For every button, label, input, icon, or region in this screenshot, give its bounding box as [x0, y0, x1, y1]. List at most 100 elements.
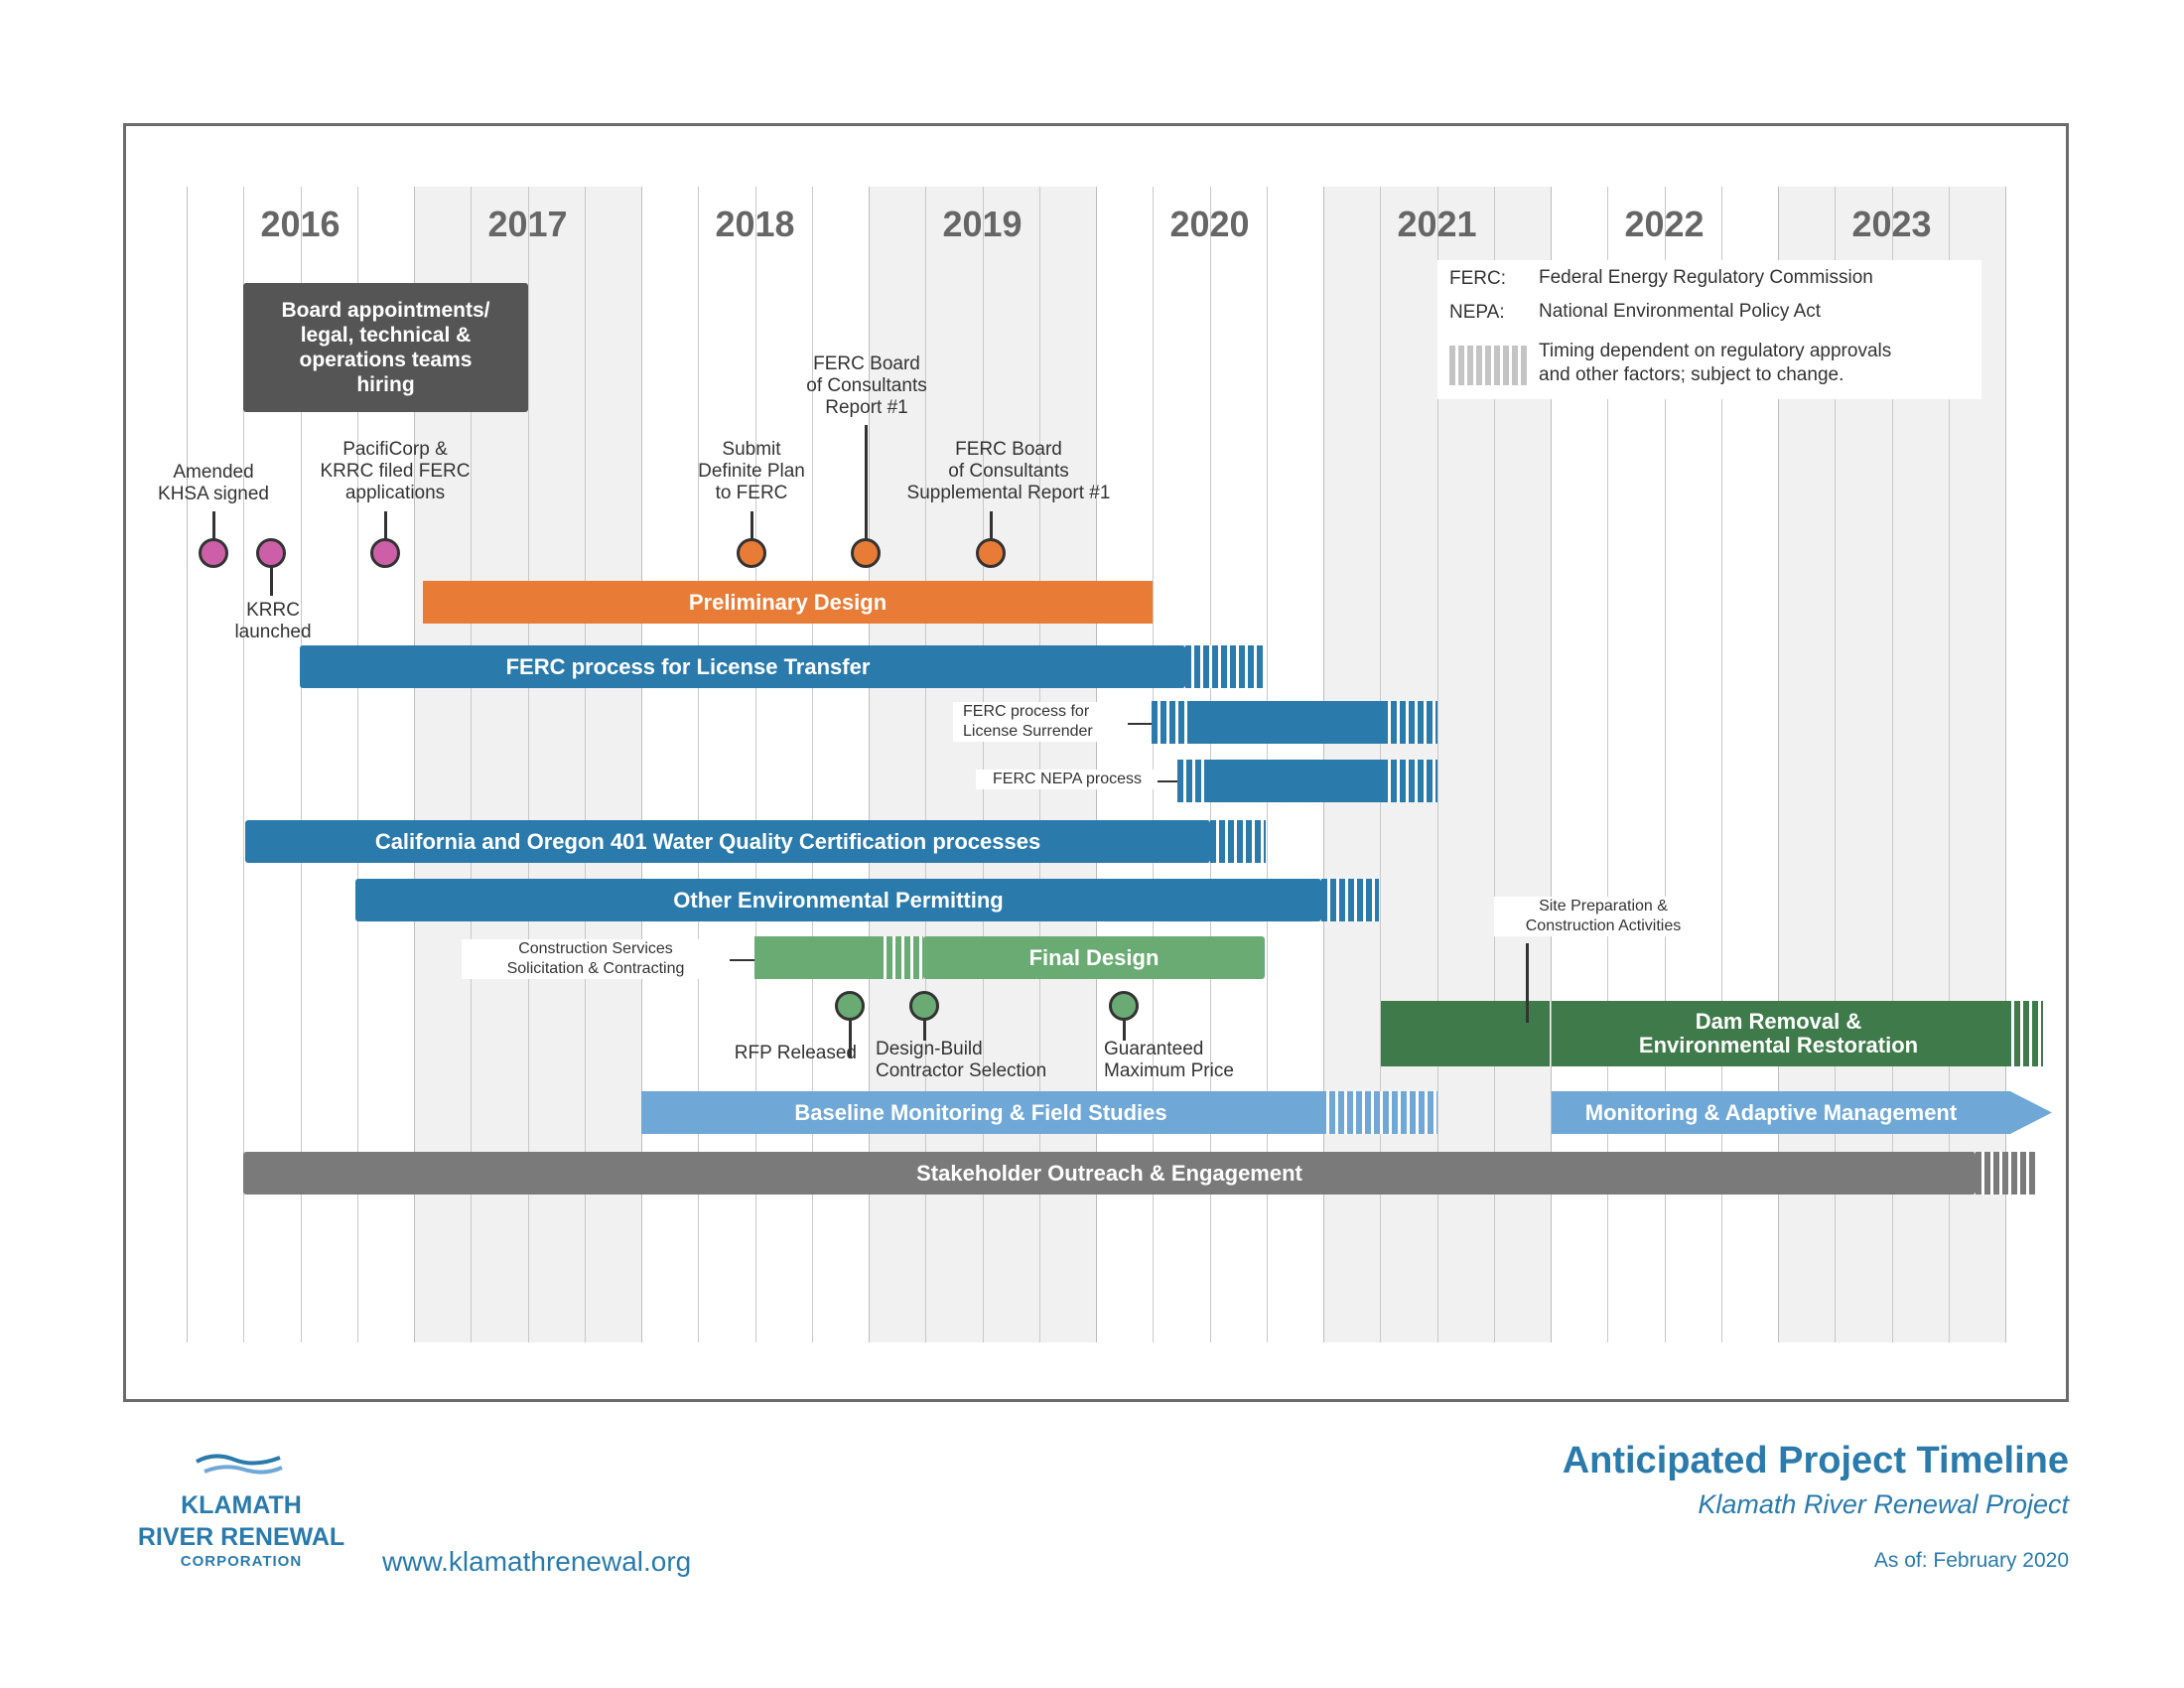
ferc-license-surrender-label: FERC process for License Surrender [953, 702, 1138, 742]
legend: FERC: Federal Energy Regulatory Commissi… [1437, 260, 1981, 399]
grid-line [2005, 187, 2006, 1342]
grid-line [1721, 187, 1722, 1342]
submit-plan-line3: to FERC [715, 483, 788, 503]
ferc-board-supplemental-line2: of Consultants [948, 461, 1069, 482]
ferc-board-supplemental-line1: FERC Board [955, 439, 1062, 460]
monitoring-adaptive-bar: Monitoring & Adaptive Management [1552, 1091, 2010, 1134]
grid-line [983, 187, 984, 1342]
ferc-license-transfer-bar: FERC process for License Transfer [300, 645, 1185, 688]
grid-line [1835, 187, 1836, 1342]
pacificorp-line1: PacifiCorp & [342, 439, 448, 460]
ferc-nepa-bar [1209, 760, 1382, 802]
stakeholder-bar: Stakeholder Outreach & Engagement [243, 1152, 1976, 1195]
board-box-line2: legal, technical & [300, 324, 472, 347]
grid-line [1665, 187, 1666, 1342]
design-build-line1: Design-Build [876, 1039, 983, 1059]
milestone-ferc-board-report1-label: FERC Board of Consultants Report #1 [772, 353, 961, 419]
grid-line [1096, 187, 1097, 1342]
grid-line [1437, 187, 1438, 1342]
ferc-board-report1-stem [865, 425, 868, 539]
monitoring-adaptive-arrowhead [2010, 1091, 2052, 1134]
grid-line [1949, 187, 1950, 1342]
pacificorp-line2: KRRC filed FERC [320, 461, 471, 482]
site-preparation-line2: Construction Activities [1525, 917, 1682, 934]
submit-plan-line2: Definite Plan [698, 461, 805, 482]
grid-line [812, 187, 813, 1342]
grid-line [869, 187, 870, 1342]
timeline-frame [123, 123, 2069, 1402]
preliminary-design-bar: Preliminary Design [423, 581, 1153, 624]
website-link[interactable]: www.klamathrenewal.org [382, 1546, 692, 1577]
year-label-2020: 2020 [1169, 204, 1250, 244]
grid-line [1494, 187, 1495, 1342]
milestone-submit-plan-label: Submit Definite Plan to FERC [672, 439, 831, 504]
design-build-line2: Contractor Selection [876, 1060, 1047, 1081]
design-build-dot [909, 991, 939, 1021]
legend-hatch-swatch [1449, 346, 1529, 385]
grid-line [357, 187, 358, 1342]
stakeholder-hatch [1976, 1152, 2037, 1195]
year-label-2023: 2023 [1851, 204, 1932, 244]
logo-line1: KLAMATH [181, 1491, 302, 1519]
legend-nepa-abbr: NEPA: [1449, 302, 1505, 323]
pacificorp-line3: applications [344, 483, 446, 503]
dam-removal-line1: Dam Removal & [1695, 1009, 1862, 1034]
ferc-license-surrender-bar [1187, 701, 1382, 744]
board-box-line1: Board appointments/ [281, 299, 490, 322]
grid-line [187, 187, 188, 1342]
krrc-launched-line1: KRRC [246, 600, 300, 621]
grid-line [414, 187, 415, 1342]
grid-line [243, 187, 244, 1342]
baseline-monitoring-hatch [1320, 1091, 1437, 1134]
ferc-board-report1-dot [851, 538, 881, 568]
rfp-released-stem [849, 1019, 852, 1058]
grid-line [471, 187, 472, 1342]
construction-services-line2: Solicitation & Contracting [506, 960, 685, 977]
guaranteed-price-line2: Maximum Price [1104, 1060, 1234, 1081]
milestone-krrc-launched-label: KRRC launched [213, 600, 333, 643]
amended-khsa-stem [212, 511, 215, 539]
ferc-license-surrender-line1: FERC process for [963, 703, 1090, 720]
ferc-nepa-hatch-end [1382, 760, 1437, 802]
board-appointments-box: Board appointments/ legal, technical & o… [243, 283, 528, 412]
rfp-released-label: RFP Released [734, 1043, 857, 1063]
construction-services-line1: Construction Services [518, 940, 673, 957]
design-build-stem [923, 1019, 926, 1041]
year-band-2019 [869, 187, 1096, 1342]
final-design-bar: Final Design [923, 936, 1265, 979]
other-permitting-hatch [1321, 879, 1379, 921]
grid-line [1039, 187, 1040, 1342]
ferc-nepa-leader [1158, 780, 1177, 782]
pacificorp-dot [370, 538, 400, 568]
year-label-2021: 2021 [1397, 204, 1477, 244]
logo-wordmark: KLAMATH RIVER RENEWAL [129, 1489, 353, 1553]
grid-line [925, 187, 926, 1342]
design-build-label: Design-Build Contractor Selection [876, 1039, 1094, 1082]
milestone-ferc-board-supplemental-label: FERC Board of Consultants Supplemental R… [880, 439, 1138, 504]
legend-hatch-def-line2: and other factors; subject to change. [1539, 364, 1844, 385]
grid-line [698, 187, 699, 1342]
ferc-board-report1-line3: Report #1 [825, 397, 908, 418]
construction-services-label: Construction Services Solicitation & Con… [462, 939, 730, 979]
board-box-line4: hiring [356, 373, 415, 396]
guaranteed-price-stem [1123, 1019, 1126, 1041]
year-label-2017: 2017 [487, 204, 568, 244]
krrc-launched-dot [256, 538, 286, 568]
site-preparation-line1: Site Preparation & [1539, 898, 1668, 914]
guaranteed-price-line1: Guaranteed [1104, 1039, 1204, 1059]
dam-removal-hatch [2005, 1001, 2043, 1066]
dam-removal-line2: Environmental Restoration [1638, 1033, 1919, 1057]
legend-ferc-def: Federal Energy Regulatory Commission [1539, 267, 1873, 288]
submit-plan-stem [751, 511, 753, 539]
ferc-license-surrender-line2: License Surrender [963, 723, 1093, 740]
grid-line [1607, 187, 1608, 1342]
grid-line [528, 187, 529, 1342]
final-design-hatch [878, 936, 923, 979]
grid-line [1153, 187, 1154, 1342]
ferc-board-report1-line1: FERC Board [813, 353, 920, 374]
ferc-license-surrender-hatch-end [1382, 701, 1437, 744]
water-quality-hatch [1210, 820, 1266, 863]
krrc-launched-line2: launched [234, 622, 312, 642]
milestone-amended-khsa-label: Amended KHSA signed [129, 462, 298, 505]
amended-khsa-line1: Amended [173, 462, 254, 483]
